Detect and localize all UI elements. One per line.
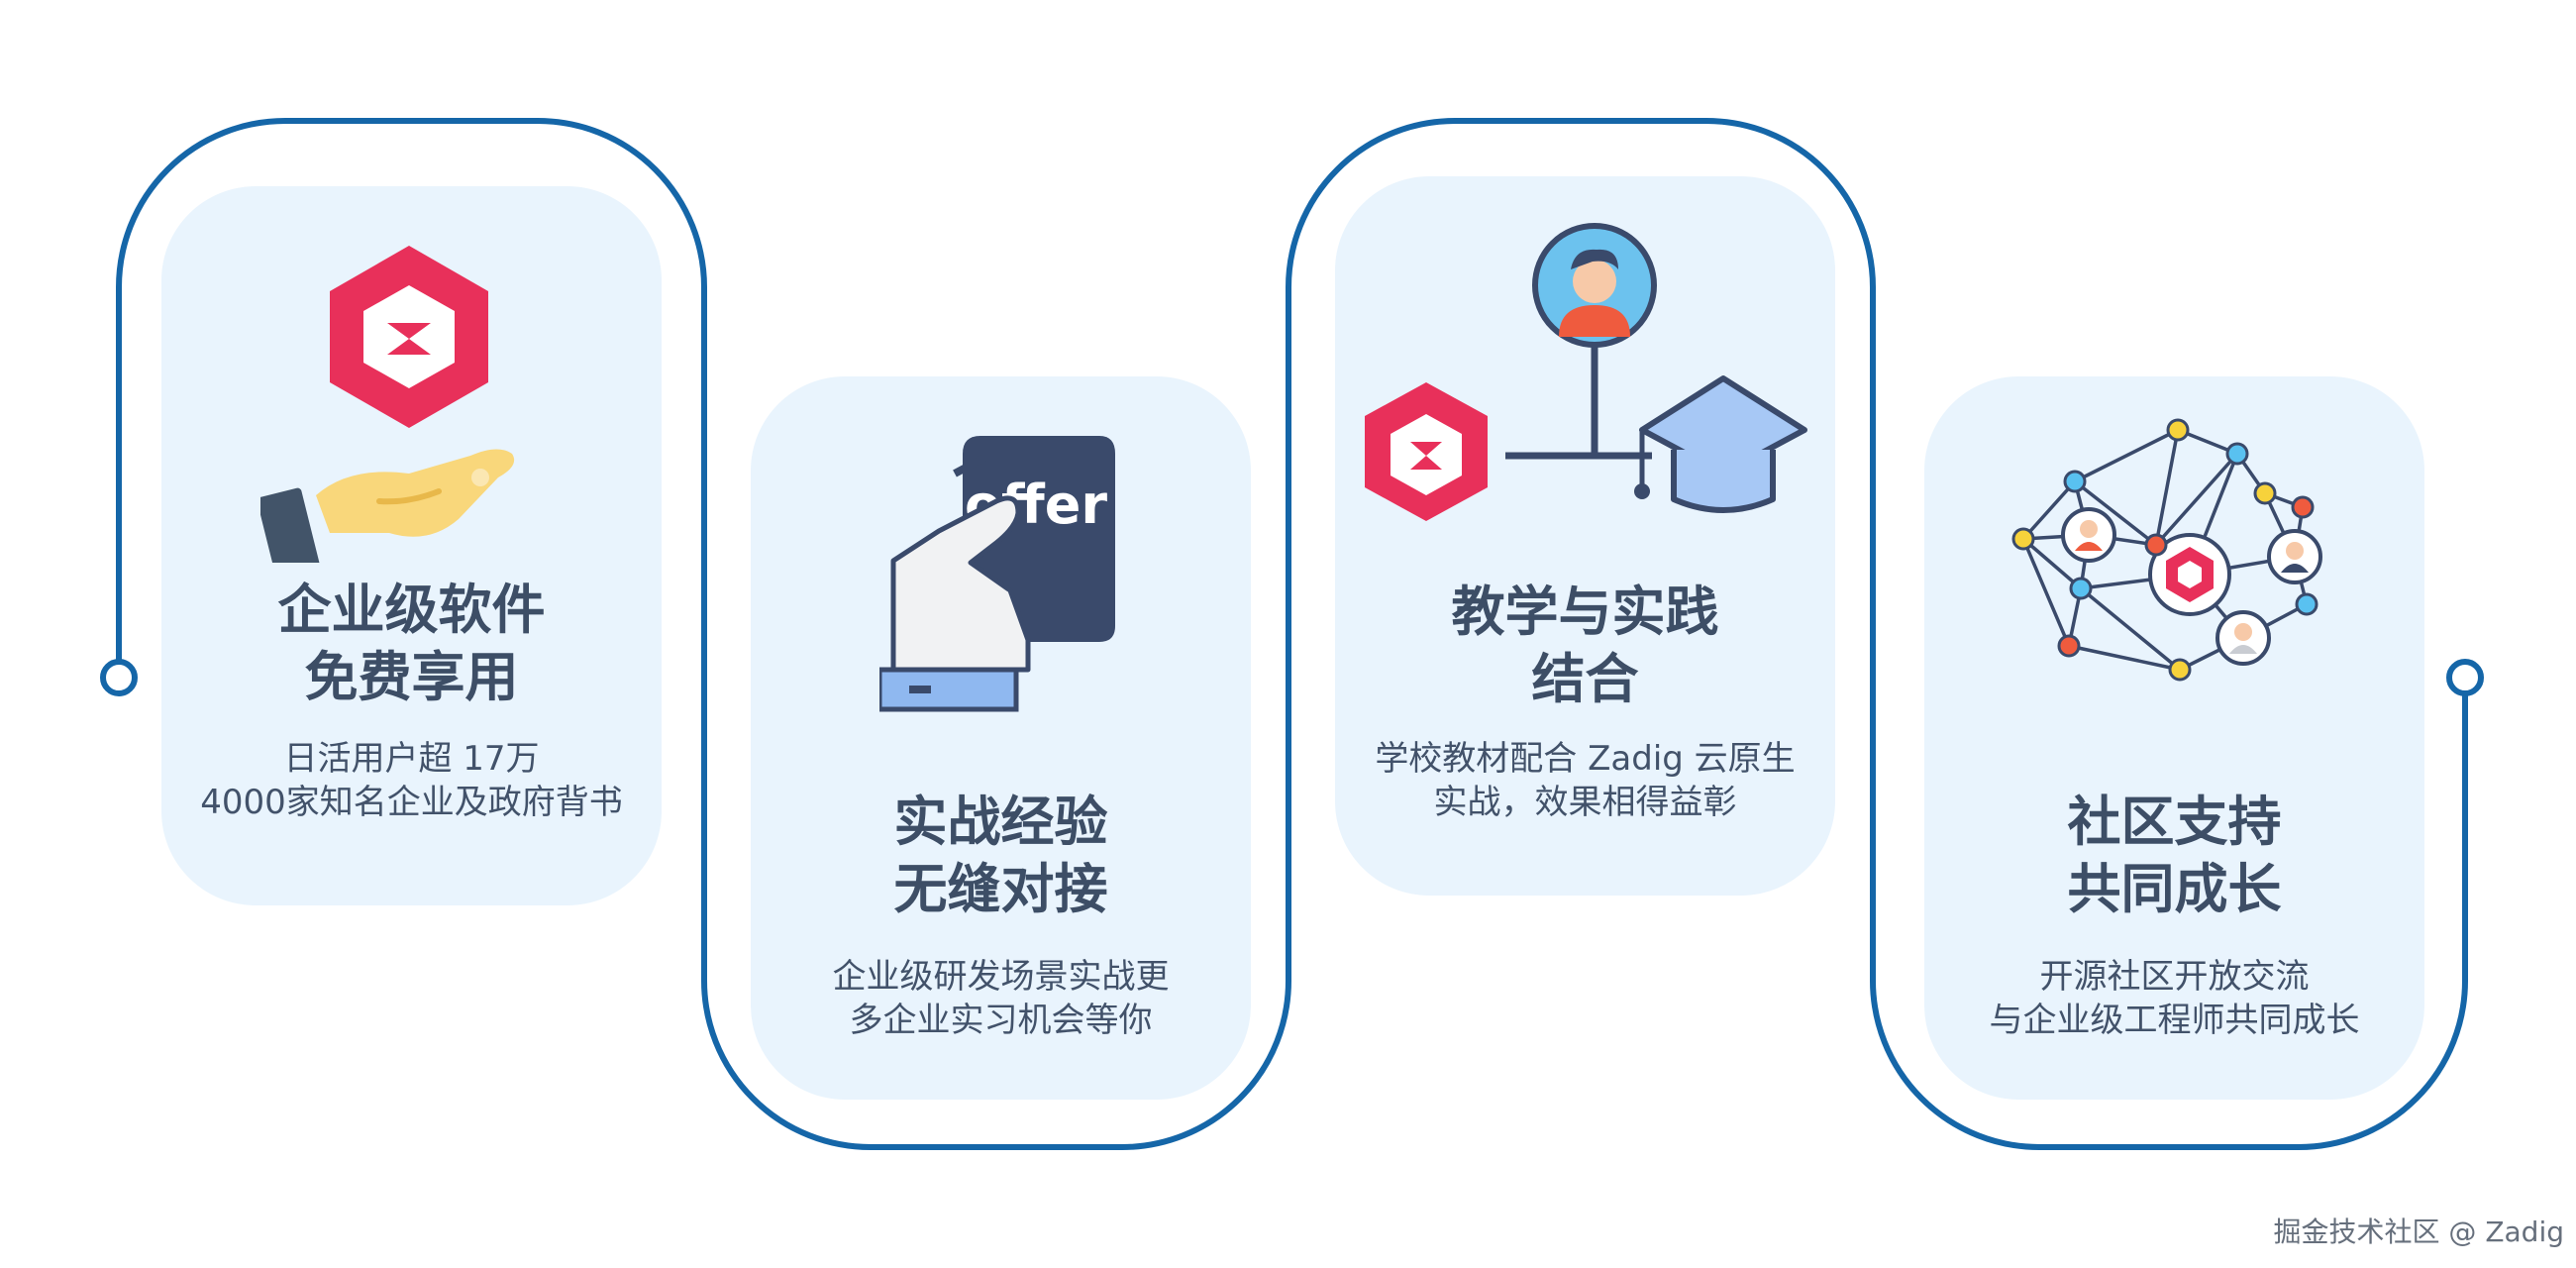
card-description: 企业级研发场景实战更多企业实习机会等你 <box>832 957 1170 1040</box>
card-description: 学校教材配合 Zadig 云原生实战，效果相得益彰 <box>1375 739 1796 822</box>
card-title: 社区支持共同成长 <box>2067 791 2282 920</box>
card-title: 实战经验无缝对接 <box>893 791 1108 920</box>
connector-end-dot <box>2446 659 2484 696</box>
card-title: 教学与实践结合 <box>1451 581 1719 710</box>
zadig-logo-on-hand-icon <box>260 246 515 563</box>
card-practical-experience: offer 实战经验无缝对接 企业级研发场景实战更多企业实习机会等你 <box>751 376 1251 1100</box>
watermark: 掘金技术社区 @ Zadig <box>2273 1215 2564 1248</box>
teacher-logo-graduation-cap-icon <box>1365 223 1807 521</box>
card-title: 企业级软件免费享用 <box>277 579 546 708</box>
community-network-icon <box>2011 418 2322 682</box>
card-description: 开源社区开放交流与企业级工程师共同成长 <box>1989 957 2360 1040</box>
card-community-support: 社区支持共同成长 开源社区开放交流与企业级工程师共同成长 <box>1924 376 2424 1100</box>
offer-card-hand-icon: offer <box>879 436 1115 712</box>
card-teaching-practice: 教学与实践结合 学校教材配合 Zadig 云原生实战，效果相得益彰 <box>1335 176 1835 896</box>
connector-start-dot <box>100 659 138 696</box>
